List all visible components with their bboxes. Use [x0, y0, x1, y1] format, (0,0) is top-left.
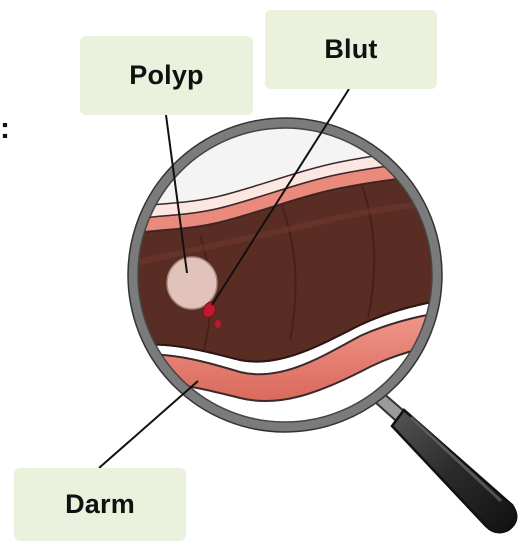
- magnifier-handle: [375, 392, 516, 532]
- label-polyp: Polyp: [80, 36, 253, 115]
- label-darm: Darm: [14, 468, 186, 541]
- darm-leader-line: [99, 381, 198, 468]
- label-blut: Blut: [265, 10, 437, 89]
- polyp-shape: [167, 257, 217, 309]
- cut-off-text-mark: :: [0, 112, 10, 146]
